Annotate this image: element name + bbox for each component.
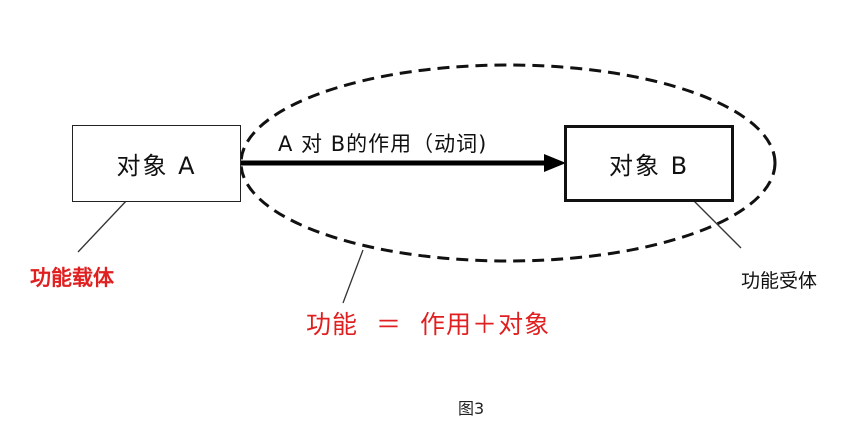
formula-plus-sign: ＋ bbox=[472, 310, 499, 339]
function-scope-ellipse bbox=[239, 63, 777, 263]
figure-caption: 图3 bbox=[458, 399, 485, 418]
formula-object-term: 对象 bbox=[498, 310, 551, 339]
object-b-box: 对象 B bbox=[564, 125, 734, 202]
formula-action-term: 作用 bbox=[420, 310, 473, 339]
formula-leader-line bbox=[342, 249, 364, 304]
object-a-label: 对象 A bbox=[116, 152, 197, 180]
formula-function-term: 功能 bbox=[306, 310, 359, 339]
action-arrow-head bbox=[544, 154, 566, 172]
function-formula: 功能 ＝ 作用＋对象 bbox=[306, 305, 550, 341]
receiver-leader-line bbox=[687, 194, 742, 249]
formula-equals-sign: ＝ bbox=[376, 310, 403, 339]
object-a-box: 对象 A bbox=[72, 125, 241, 202]
function-carrier-label: 功能载体 bbox=[30, 266, 114, 290]
carrier-leader-line bbox=[77, 198, 129, 253]
object-b-label: 对象 B bbox=[608, 152, 690, 180]
function-receiver-label: 功能受体 bbox=[741, 270, 818, 292]
action-arrow-label: A 对 B的作用（动词) bbox=[278, 132, 488, 156]
